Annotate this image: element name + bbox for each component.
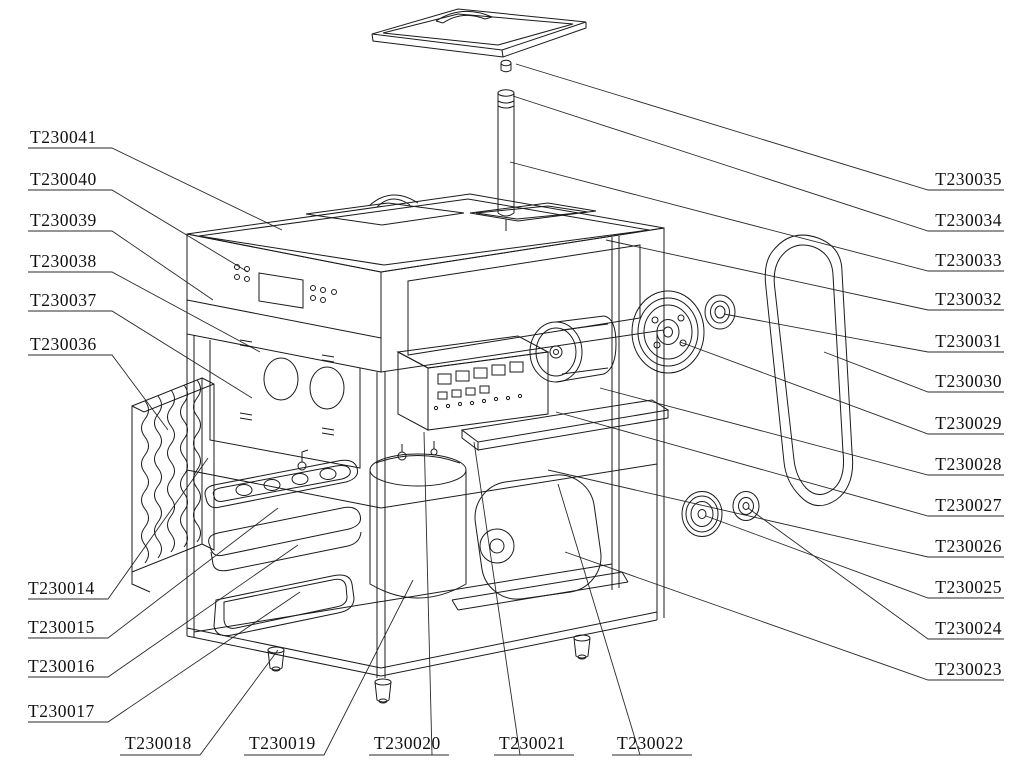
part-label-T230023: T230023 <box>935 659 1002 679</box>
control-box-drawing <box>396 335 550 431</box>
part-label-T230040: T230040 <box>30 169 97 189</box>
part-label-T230030: T230030 <box>935 371 1002 391</box>
part-label-T230039: T230039 <box>30 210 97 230</box>
part-label-T230018: T230018 <box>125 733 192 753</box>
lid-drawing <box>371 8 587 58</box>
small-hub-drawing <box>732 491 760 521</box>
pump-drawing <box>474 474 602 600</box>
part-label-T230038: T230038 <box>30 251 97 271</box>
part-label-T230029: T230029 <box>935 413 1002 433</box>
feet-drawing <box>267 634 591 704</box>
part-label-T230016: T230016 <box>28 656 95 676</box>
tube-drawing <box>497 89 515 231</box>
part-label-T230021: T230021 <box>499 733 566 753</box>
part-label-T230036: T230036 <box>30 334 97 354</box>
part-label-T230033: T230033 <box>935 250 1002 270</box>
cabinet-top-drawing <box>186 193 665 469</box>
part-label-T230027: T230027 <box>935 495 1002 515</box>
tray-drawings <box>204 449 362 637</box>
part-label-T230025: T230025 <box>935 577 1002 597</box>
part-label-T230022: T230022 <box>617 733 684 753</box>
machine-drawing <box>131 8 854 704</box>
cap-drawing <box>500 59 512 73</box>
part-label-T230026: T230026 <box>935 536 1002 556</box>
belt-drawing <box>764 234 854 507</box>
frame-drawing <box>186 236 670 678</box>
part-label-T230015: T230015 <box>28 617 95 637</box>
part-label-T230031: T230031 <box>935 331 1002 351</box>
part-label-T230028: T230028 <box>935 454 1002 474</box>
part-label-T230037: T230037 <box>30 290 97 310</box>
part-label-T230035: T230035 <box>935 169 1002 189</box>
hub-nut-drawing <box>704 294 736 330</box>
condenser-coil-drawing <box>131 377 215 593</box>
main-pulley-drawing <box>631 290 705 374</box>
motor-drawing <box>529 315 617 383</box>
part-label-T230024: T230024 <box>935 618 1002 638</box>
part-label-T230032: T230032 <box>935 289 1002 309</box>
small-pulley-drawing <box>681 491 723 537</box>
part-label-T230019: T230019 <box>249 733 316 753</box>
part-label-T230014: T230014 <box>28 578 95 598</box>
part-label-T230020: T230020 <box>374 733 441 753</box>
control-buttons-drawing <box>234 264 337 303</box>
leader-lines <box>28 63 1004 756</box>
compressor-drawing <box>369 441 467 599</box>
part-label-T230041: T230041 <box>30 127 97 147</box>
part-label-T230017: T230017 <box>28 701 95 721</box>
part-label-T230034: T230034 <box>935 210 1002 230</box>
